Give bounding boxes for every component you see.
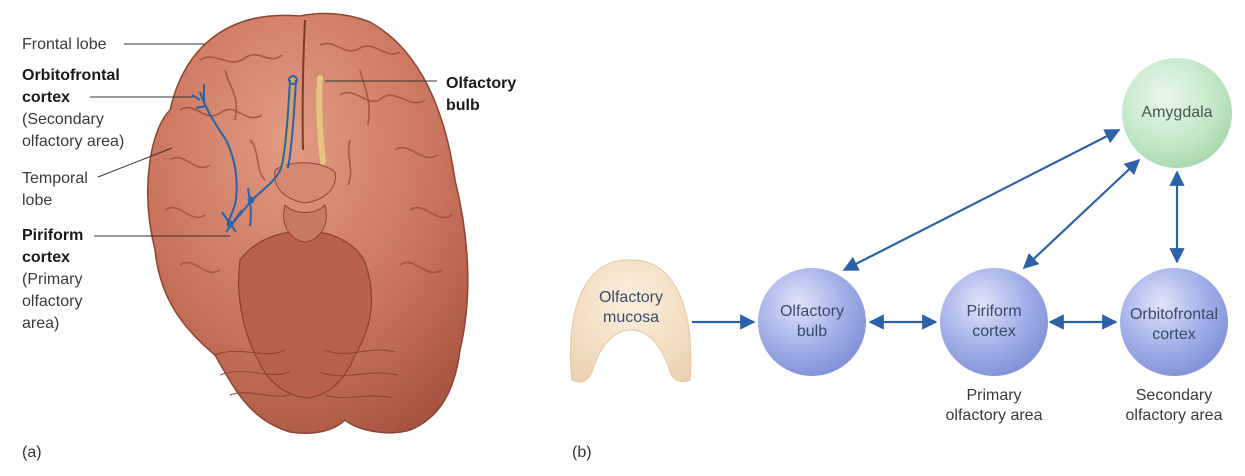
panel-b-letter: (b) [572, 444, 592, 461]
label-temporal-2: lobe [22, 192, 53, 209]
arrow-amygdala-bulb [842, 129, 1121, 271]
label-piriform-sub-1: (Primary [22, 271, 83, 288]
orbitofrontal-cortex-node [1120, 268, 1228, 376]
primary-caption-line-2: olfactory area [945, 407, 1043, 424]
bulb-label-line-2: bulb [796, 323, 828, 340]
piriform-label-line-2: cortex [972, 323, 1016, 340]
label-olfactory-bulb-1: Olfactory [446, 75, 517, 92]
secondary-caption-line-2: olfactory area [1125, 407, 1223, 424]
label-piriform-sub-2: olfactory [22, 293, 83, 310]
secondary-caption-line-1: Secondary [1135, 387, 1213, 404]
orbitofrontal-label: Orbitofrontal cortex [1119, 305, 1229, 345]
secondary-caption: Secondary olfactory area [1104, 386, 1244, 426]
leader-lines [90, 43, 437, 237]
pathway-arrows [692, 129, 1185, 330]
label-piriform-2: cortex [22, 249, 71, 266]
amygdala-node [1122, 58, 1232, 168]
amygdala-label: Amygdala [1127, 103, 1227, 123]
orbitofrontal-label-line-1: Orbitofrontal [1129, 306, 1219, 323]
piriform-label: Piriform cortex [944, 302, 1044, 342]
label-orbitofrontal-sub-2: olfactory area) [22, 133, 125, 150]
label-orbitofrontal-1: Orbitofrontal [22, 67, 120, 84]
panel-a-letter: (a) [22, 444, 42, 461]
primary-caption: Primary olfactory area [924, 386, 1064, 426]
piriform-label-line-1: Piriform [966, 303, 1022, 320]
olfactory-mucosa-shape [569, 259, 692, 383]
label-olfactory-bulb-2: bulb [446, 97, 480, 114]
label-temporal-1: Temporal [22, 170, 88, 187]
mucosa-label-line-2: mucosa [602, 309, 660, 326]
label-orbitofrontal-2: cortex [22, 89, 71, 106]
label-frontal-lobe: Frontal lobe [22, 36, 107, 53]
bulb-label-line-1: Olfactory [779, 303, 844, 320]
label-piriform-1: Piriform [22, 227, 84, 244]
label-piriform-sub-3: area) [22, 315, 60, 332]
mucosa-label: Olfactory mucosa [581, 288, 681, 328]
piriform-cortex-node [940, 268, 1048, 376]
label-orbitofrontal-sub-1: (Secondary [22, 111, 104, 128]
bulb-label: Olfactory bulb [762, 302, 862, 342]
olfactory-bulb-node [758, 268, 866, 376]
brain-illustration [147, 12, 469, 434]
arrow-amygdala-piriform [1022, 158, 1141, 270]
mucosa-label-line-1: Olfactory [598, 289, 663, 306]
amygdala-label-line-1: Amygdala [1141, 104, 1213, 121]
primary-caption-line-1: Primary [966, 387, 1022, 404]
orbitofrontal-label-line-2: cortex [1152, 326, 1196, 343]
